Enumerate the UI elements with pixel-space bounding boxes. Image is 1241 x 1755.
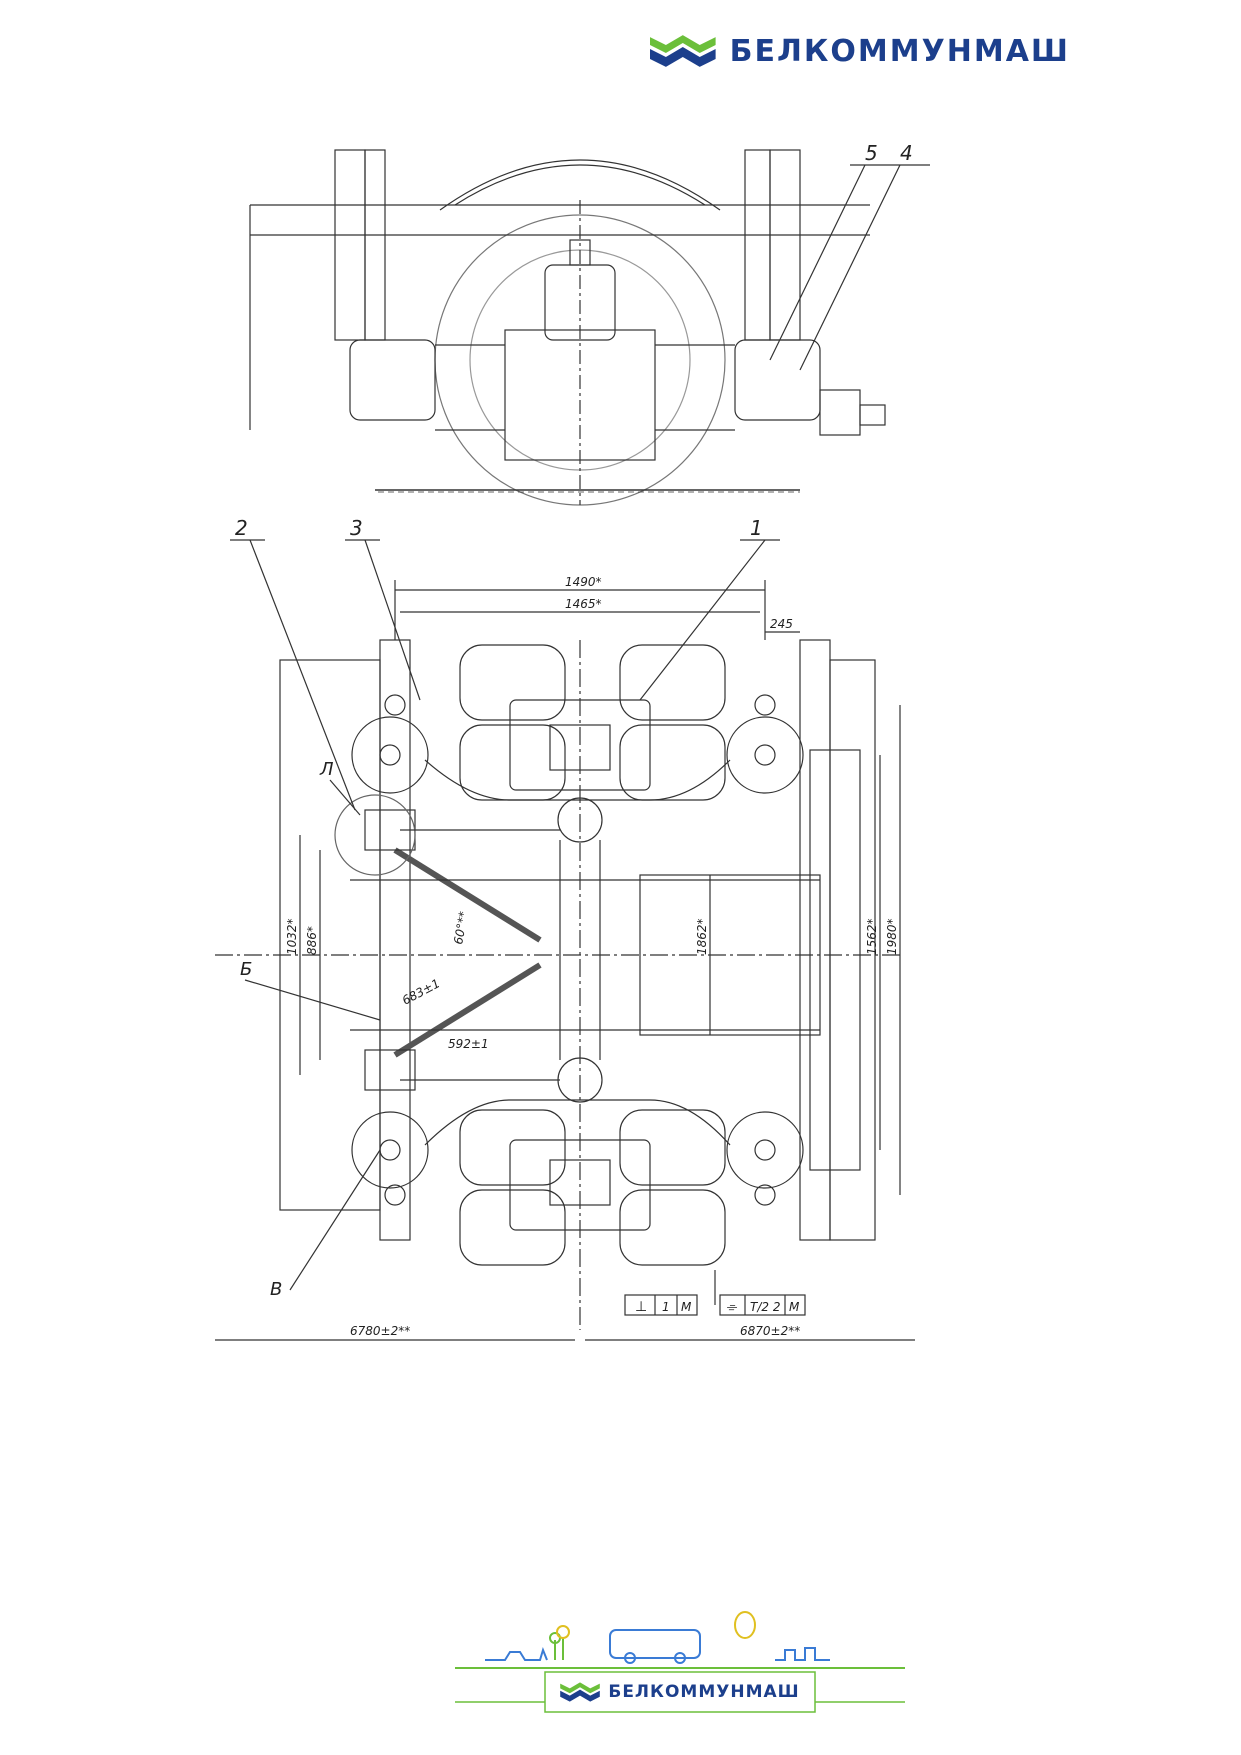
footer-brand-name: БЕЛКОММУНМАШ (608, 1682, 800, 1702)
dim-60: 60°** (451, 910, 471, 945)
header-logo: БЕЛКОММУНМАШ (650, 26, 1070, 76)
dim-1862: 1862* (695, 918, 709, 955)
dim-1490: 1490* (565, 575, 602, 589)
brand-logo-icon (650, 35, 716, 67)
callout-5: 5 (865, 141, 878, 165)
footer-brand: БЕЛКОММУНМАШ (545, 1672, 815, 1712)
callout-2: 2 (235, 516, 248, 540)
dim-6780: 6780±2** (350, 1324, 410, 1338)
dim-683: 683±1 (400, 976, 442, 1007)
brand-name: БЕЛКОММУНМАШ (729, 33, 1070, 69)
callout-3: 3 (350, 516, 363, 540)
tolerance-2-datum: М (789, 1300, 800, 1314)
tolerance-2-value: T/2 2 (750, 1300, 780, 1314)
dim-592: 592±1 (448, 1037, 489, 1051)
tolerance-1-datum: М (681, 1300, 692, 1314)
tolerance-1-symbol: ⊥ (635, 1299, 647, 1315)
callout-v: В (270, 1279, 282, 1300)
callout-b: Б (240, 959, 252, 980)
callout-1: 1 (750, 516, 763, 540)
dim-6870: 6870±2** (740, 1324, 800, 1338)
dim-1032: 1032* (285, 918, 299, 955)
plan-view (215, 539, 915, 1341)
dim-1465: 1465* (565, 597, 602, 611)
tolerance-frames (624, 1270, 806, 1316)
tolerance-2-symbol: ⌯ (726, 1300, 738, 1315)
dim-1980: 1980* (885, 918, 899, 955)
callout-4: 4 (900, 141, 913, 165)
footer-logo-icon (560, 1682, 601, 1702)
dim-1562: 1562* (865, 918, 879, 955)
tolerance-1-value: 1 (662, 1300, 670, 1314)
footer-logo: БЕЛКОММУНМАШ (455, 1600, 905, 1715)
side-view (249, 149, 930, 506)
dim-886: 886* (305, 926, 319, 955)
dim-245: 245 (770, 617, 793, 631)
technical-drawing: 5 4 2 3 1 Л Б В 1490* 1465* 245 1862* 15… (215, 141, 930, 1341)
callout-l: Л (319, 759, 334, 780)
